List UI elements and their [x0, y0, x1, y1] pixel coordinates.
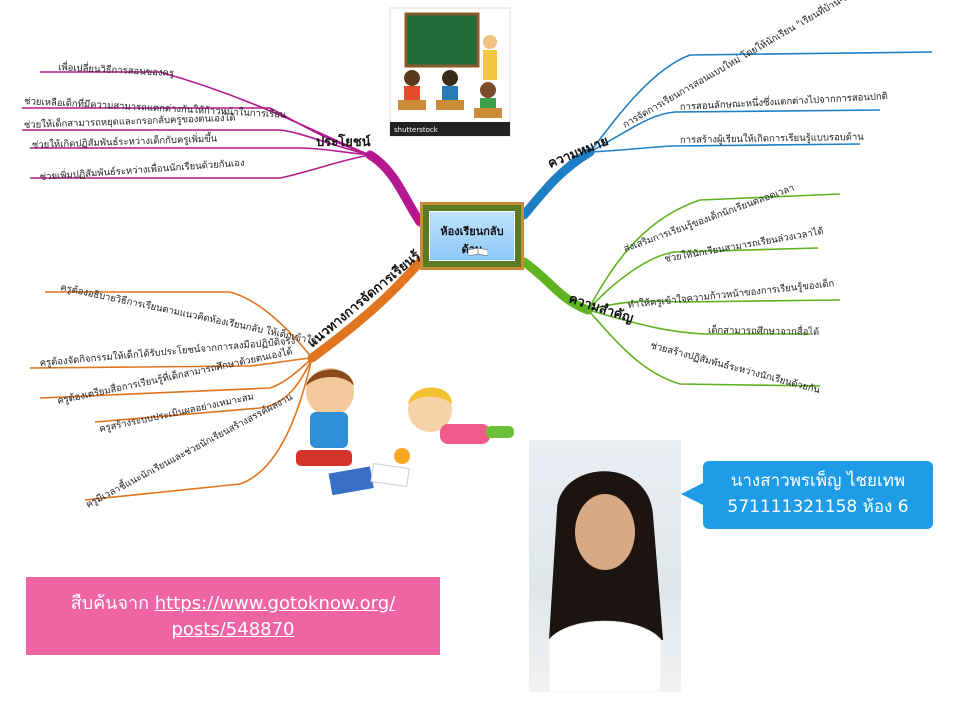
source-link[interactable]: https://www.gotoknow.org/posts/548870: [154, 593, 396, 640]
branch-importance-line: [519, 257, 593, 315]
branch-meaning-line: [519, 147, 595, 220]
meaning-title: ความหมาย: [546, 134, 611, 172]
branch-benefit-line: [365, 150, 425, 227]
importance-item: ช่วยสร้างปฏิสัมพันธ์ระหว่างนักเรียนด้วยก…: [649, 339, 822, 396]
benefit-item: ช่วยให้เด็กสามารถหยุดและกรอกลับครูของตนเ…: [24, 111, 236, 131]
approach-title: แนวทางการจัดการเรียนรู้: [304, 247, 423, 351]
approach-sub-lines: [29, 291, 313, 501]
meaning-sub-lines: [589, 51, 933, 153]
source-prefix: สืบค้นจาก: [70, 593, 150, 614]
kids-illustration: [296, 368, 514, 496]
importance-sub-lines: [587, 193, 841, 387]
benefit-sub-lines: [22, 71, 371, 179]
source-caption: สืบค้นจาก https://www.gotoknow.org/posts…: [26, 577, 440, 655]
center-node: ห้องเรียนกลับด้าน: [420, 202, 524, 270]
importance-item: เด็กสามารถศึกษาจากสื่อได้: [708, 323, 819, 338]
importance-item: ทำให้ครูเข้าใจความก้าวหน้าของการเรียนรู้…: [627, 276, 835, 311]
benefit-title: ประโยชน์: [316, 133, 371, 150]
name-bubble-tail: [681, 482, 705, 506]
author-photo: [529, 440, 681, 692]
book-icon: [468, 248, 488, 256]
author-id-room: 571111321158 ห้อง 6: [727, 497, 909, 517]
branch-approach-line: [307, 257, 425, 363]
meaning-item: การสอนลักษณะหนึ่งซึ่งแตกต่างไปจากการสอนป…: [679, 89, 888, 113]
benefit-item: เพื่อเปลี่ยนวิธีการสอนของครู: [58, 60, 175, 79]
author-name: นางสาวพรเพ็ญ ไชยเทพ: [730, 471, 906, 491]
author-name-bubble: นางสาวพรเพ็ญ ไชยเทพ 571111321158 ห้อง 6: [703, 461, 933, 529]
watermark: shutterstock: [394, 126, 439, 134]
benefit-item: ช่วยเพิ่มปฏิสัมพันธ์ระหว่างเพื่อนนักเรีย…: [39, 156, 245, 183]
meaning-item: การสร้างผู้เรียนให้เกิดการเรียนรู้แบบรอบ…: [680, 131, 865, 146]
classroom-illustration: shutterstock: [389, 7, 511, 137]
